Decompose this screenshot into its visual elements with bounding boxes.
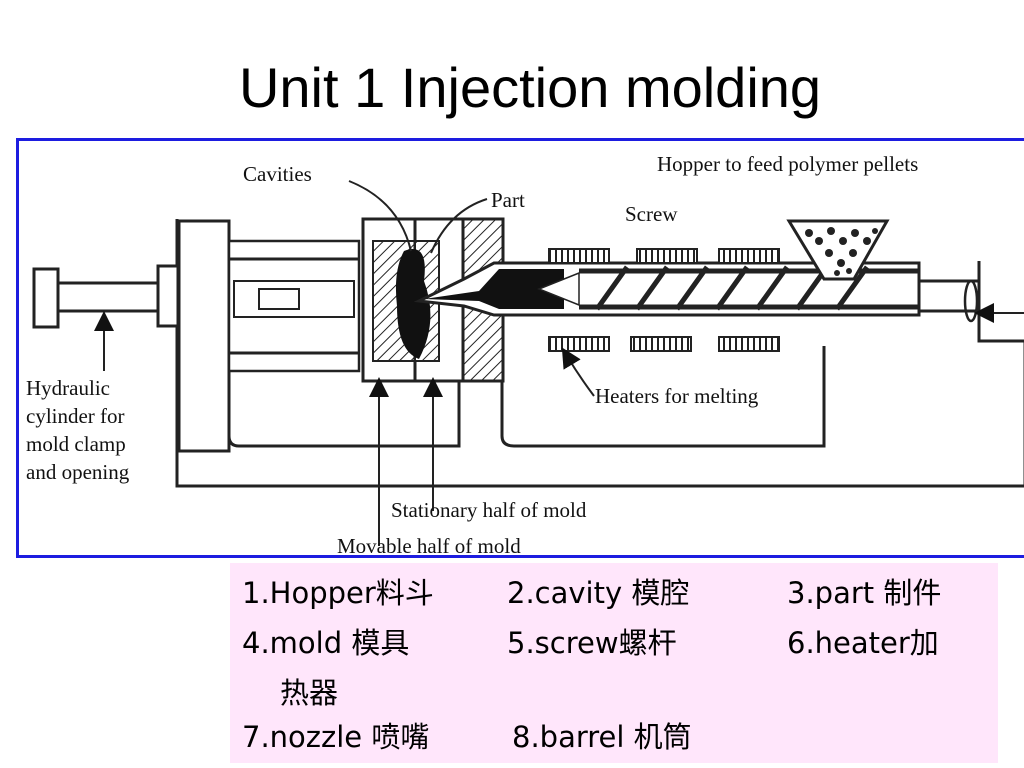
label-hydraulic-1: Hydraulic [26,376,110,400]
screw [579,265,919,311]
nozzle-melt [424,269,564,309]
heater-top-1 [548,248,610,264]
vocab-hopper: 1.Hopper料斗 [242,576,434,610]
vocab-nozzle: 7.nozzle 喷嘴 [242,720,430,754]
label-hopper: Hopper to feed polymer pellets [657,152,918,176]
molded-part [395,249,431,359]
label-hydraulic-4: and opening [26,460,130,484]
vocab-heater: 6.heater加 [787,626,939,660]
label-hydraulic-2: cylinder for [26,404,125,428]
slide-title: Unit 1 Injection molding [238,56,822,119]
heater-bottom-1 [548,336,610,352]
vocab-line-2-cont: 热器 [242,671,988,715]
label-screw: Screw [625,202,678,226]
heater-bottom-3 [718,336,780,352]
vocabulary-box: 1.Hopper料斗 2.cavity 模腔 3.part 制件 4.mold … [230,563,998,763]
vocab-line-1: 1.Hopper料斗 2.cavity 模腔 3.part 制件 [242,571,988,621]
vocab-part: 3.part 制件 [787,576,942,610]
vocab-heater-cont: 热器 [280,676,339,710]
label-stationary-mold: Stationary half of mold [391,498,587,522]
polymer-pellets [805,227,878,276]
rotation-icon [963,279,979,323]
label-hydraulic-3: mold clamp [26,432,126,456]
label-heaters: Heaters for melting [595,384,759,408]
vocab-mold: 4.mold 模具 [242,626,410,660]
machine-base [175,219,1024,488]
heater-top-3 [718,248,780,264]
machine-drawing: Cavities Part Hopper to feed polymer pel… [26,152,1024,558]
vocab-barrel: 8.barrel 机筒 [512,720,692,754]
vocab-screw: 5.screw螺杆 [507,626,677,660]
heater-bottom-2 [630,336,692,352]
hydraulic-rod [56,281,160,313]
label-cavities: Cavities [243,162,312,186]
vocab-cavity: 2.cavity 模腔 [507,576,690,610]
label-part: Part [491,188,525,212]
injection-molding-diagram: Cavities Part Hopper to feed polymer pel… [16,138,1024,558]
hopper [786,219,890,281]
vocab-line-3: 7.nozzle 喷嘴 8.barrel 机筒 [242,715,988,765]
heater-top-2 [636,248,698,264]
vocab-line-2: 4.mold 模具 5.screw螺杆 6.heater加 [242,621,988,671]
label-movable-mold: Movable half of mold [337,534,521,558]
rear-platen [177,219,231,453]
hydraulic-end-cap [32,267,60,329]
